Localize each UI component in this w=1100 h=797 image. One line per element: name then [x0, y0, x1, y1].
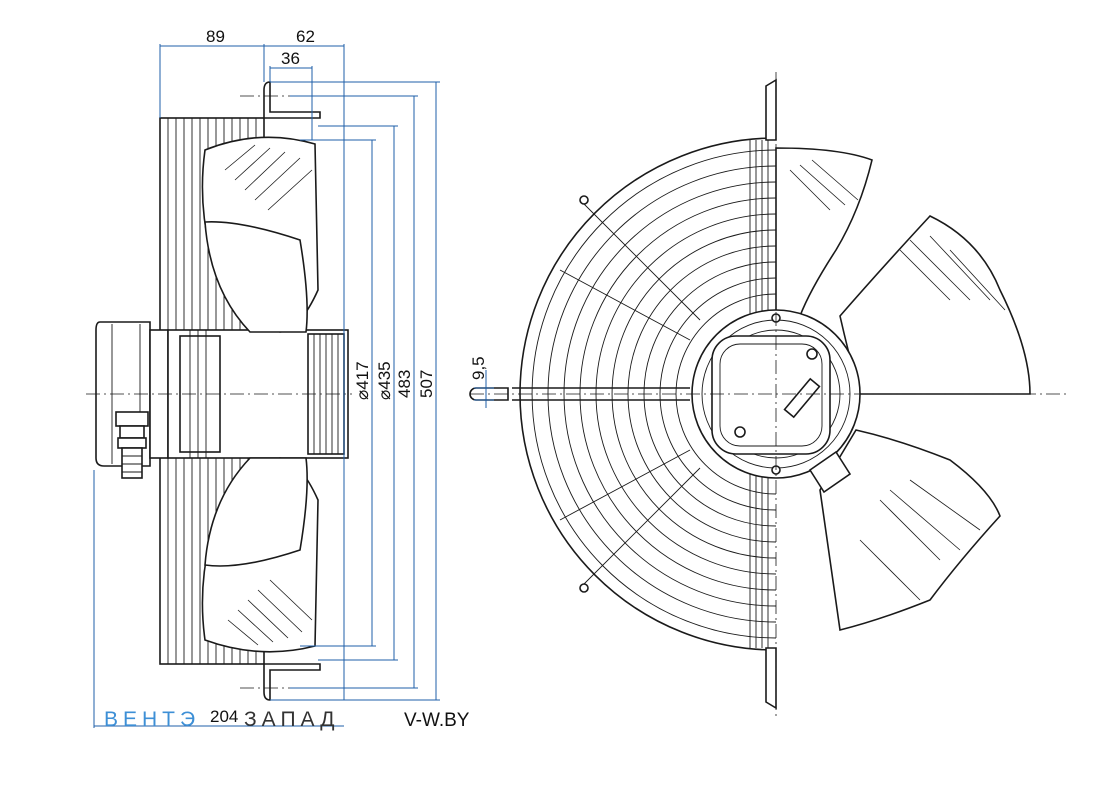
watermark-brand-part2: ЗАПАД	[244, 708, 339, 731]
watermark: ВЕНТЭ ЗАПАД V-W.BY	[104, 708, 470, 731]
dim-36: 36	[281, 49, 300, 68]
dim-89: 89	[206, 27, 225, 46]
watermark-brand-part1: ВЕНТЭ	[104, 708, 200, 731]
front-bottom-lug	[765, 647, 777, 710]
dim-483: 483	[395, 370, 414, 398]
screw-2	[734, 426, 746, 438]
dimension-labels: 89 62 36 ⌀417 ⌀435 483 507 204	[206, 27, 436, 726]
dimension-lines	[93, 44, 440, 728]
blade-front-2	[839, 215, 1031, 395]
watermark-domain: V-W.BY	[404, 710, 470, 731]
blade-front-hatching	[789, 159, 1006, 601]
front-view: 9,5	[469, 72, 1070, 716]
blade-side-hatching	[224, 144, 313, 646]
top-hook	[263, 81, 321, 119]
nameplate	[783, 377, 821, 419]
dim-204: 204	[210, 707, 238, 726]
side-view	[86, 81, 352, 701]
dim-507: 507	[417, 370, 436, 398]
cable-gland	[115, 411, 149, 479]
dim-435: ⌀435	[375, 361, 394, 400]
dim-417: ⌀417	[353, 361, 372, 400]
dim-9-5: 9,5	[469, 356, 488, 380]
front-top-lug	[765, 78, 777, 141]
guard-struts	[512, 195, 701, 593]
motor-front-box	[711, 335, 831, 455]
front-cable-gland	[808, 450, 852, 494]
blade-front-1	[775, 147, 873, 317]
bottom-hook	[263, 663, 321, 701]
screw-1	[806, 348, 818, 360]
dim-62: 62	[296, 27, 315, 46]
